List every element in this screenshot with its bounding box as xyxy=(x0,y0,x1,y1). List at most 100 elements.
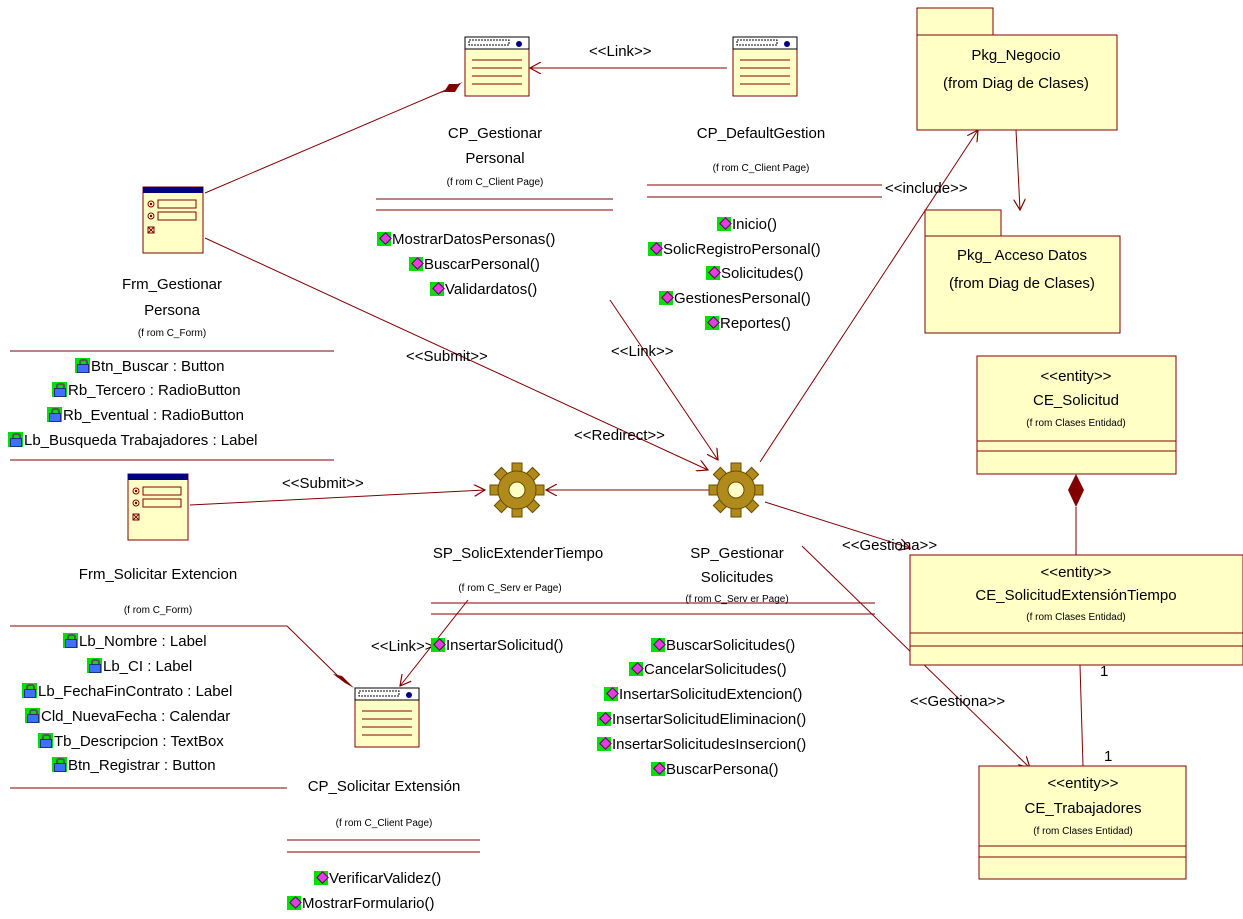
aggregation-diamond-top xyxy=(441,82,463,93)
operation-icon xyxy=(377,232,391,246)
operation: VerificarValidez() xyxy=(314,870,441,887)
operation-icon xyxy=(604,687,618,701)
link-gestionar-to-sp xyxy=(609,299,718,460)
attribute: Rb_Eventual : RadioButton xyxy=(47,407,244,424)
class-name-line2: Solicitudes xyxy=(700,569,774,586)
form-icon-gestionar xyxy=(142,186,204,254)
operation-icon xyxy=(705,316,719,330)
attribute-icon xyxy=(47,407,62,422)
attribute: Lb_Busqueda Trabajadores : Label xyxy=(8,432,258,449)
operation-icon xyxy=(648,242,662,256)
entity-from: (f rom Clases Entidad) xyxy=(1026,612,1126,623)
label-link-mid: <<Link>> xyxy=(611,343,674,360)
label-submit-1: <<Submit>> xyxy=(406,348,488,365)
operation-icon xyxy=(717,217,731,231)
class-from: (f rom C_Client Page) xyxy=(712,163,810,174)
class-from: (f rom C_Form) xyxy=(123,605,193,616)
operation: Inicio() xyxy=(717,216,777,233)
operation-icon xyxy=(430,282,444,296)
operation-icon xyxy=(287,896,301,910)
client-page-icon-gestionar xyxy=(464,36,530,97)
package-negocio-shape xyxy=(916,7,1118,131)
class-name: CP_Solicitar Extensión xyxy=(307,778,461,795)
submit-frm-to-solic xyxy=(189,490,485,506)
entity-from: (f rom Clases Entidad) xyxy=(1033,826,1133,837)
entity-from: (f rom Clases Entidad) xyxy=(1026,418,1126,429)
class-name-line2: Personal xyxy=(465,150,525,167)
entity-name: CE_Solicitud xyxy=(1033,392,1119,409)
class-name-line1: SP_Gestionar xyxy=(690,545,784,562)
gestiona-sp-to-ext xyxy=(764,501,910,548)
entity-name: CE_SolicitudExtensiónTiempo xyxy=(975,587,1177,604)
operation-icon xyxy=(314,871,328,885)
class-name: CP_DefaultGestion xyxy=(696,125,826,142)
attribute: Tb_Descripcion : TextBox xyxy=(38,733,224,750)
label-link-top: <<Link>> xyxy=(589,43,652,60)
operation: BuscarSolicitudes() xyxy=(651,637,795,654)
operation: MostrarDatosPersonas() xyxy=(377,231,555,248)
operation: Solicitudes() xyxy=(706,265,804,282)
class-name-line1: CP_Gestionar xyxy=(447,125,543,142)
operation: GestionesPersonal() xyxy=(659,290,811,307)
attribute-icon xyxy=(22,683,37,698)
association-ext-trab xyxy=(1079,664,1084,767)
attribute: Cld_NuevaFecha : Calendar xyxy=(25,708,230,725)
attribute-icon xyxy=(75,358,90,373)
attribute: Rb_Tercero : RadioButton xyxy=(52,382,241,399)
entity-solicitud-shape xyxy=(976,355,1177,475)
label-submit-2: <<Submit>> xyxy=(282,475,364,492)
label-include: <<include>> xyxy=(885,180,968,197)
server-page-gear-gestionar xyxy=(708,462,764,518)
attribute: Btn_Registrar : Button xyxy=(52,757,216,774)
multiplicity-1: 1 xyxy=(1100,663,1109,680)
operation: BuscarPersona() xyxy=(651,761,779,778)
class-from: (f rom C_Client Page) xyxy=(446,177,544,188)
operation-icon xyxy=(597,712,611,726)
class-from: (f rom C_Client Page) xyxy=(335,818,433,829)
class-name-line1: Frm_Gestionar xyxy=(121,276,223,293)
operation: InsertarSolicitudExtencion() xyxy=(604,686,802,703)
package-name: Pkg_Negocio xyxy=(971,47,1061,64)
package-name: Pkg_ Acceso Datos xyxy=(956,247,1088,264)
package-from: (from Diag de Clases) xyxy=(949,275,1095,292)
class-from: (f rom C_Serv er Page) xyxy=(685,594,789,605)
aggregation-diamond-bottom xyxy=(333,674,354,688)
include-sp-to-negocio xyxy=(759,130,978,463)
attribute-icon xyxy=(52,757,67,772)
operation: BuscarPersonal() xyxy=(409,256,540,273)
attribute-icon xyxy=(8,432,23,447)
aggregation-frm-cp xyxy=(286,625,339,677)
attribute: Lb_Nombre : Label xyxy=(63,633,207,650)
operation-icon xyxy=(431,638,445,652)
operation: InsertarSolicitud() xyxy=(431,637,564,654)
operation-icon xyxy=(706,266,720,280)
attribute-icon xyxy=(52,382,67,397)
client-page-icon-default xyxy=(732,36,798,97)
attribute-icon xyxy=(25,708,40,723)
attribute: Btn_Buscar : Button xyxy=(75,358,224,375)
class-name: Frm_Solicitar Extencion xyxy=(78,566,238,583)
label-link-bottom: <<Link>> xyxy=(371,638,434,655)
form-icon-solicitar xyxy=(127,473,189,541)
aggregation-form-gestionar xyxy=(204,83,461,194)
entity-ext-shape xyxy=(909,554,1243,666)
server-page-gear-solic xyxy=(489,462,545,518)
attribute-icon xyxy=(38,733,53,748)
dependency-negocio-acceso xyxy=(1016,129,1020,210)
attribute-icon xyxy=(63,633,78,648)
package-acceso-shape xyxy=(924,209,1121,334)
operation: SolicRegistroPersonal() xyxy=(648,241,821,258)
operation: InsertarSolicitudesInsercion() xyxy=(597,736,806,753)
submit-form-to-sp xyxy=(204,237,708,470)
class-from: (f rom C_Serv er Page) xyxy=(458,583,562,594)
operation-icon xyxy=(597,737,611,751)
package-from: (from Diag de Clases) xyxy=(943,75,1089,92)
operation-icon xyxy=(409,257,423,271)
operation-icon xyxy=(659,291,673,305)
attribute: Lb_FechaFinContrato : Label xyxy=(22,683,232,700)
label-gestiona-2: <<Gestiona>> xyxy=(910,693,1006,710)
attribute-icon xyxy=(87,658,102,673)
operation: Reportes() xyxy=(705,315,791,332)
label-gestiona-1: <<Gestiona>> xyxy=(842,537,938,554)
